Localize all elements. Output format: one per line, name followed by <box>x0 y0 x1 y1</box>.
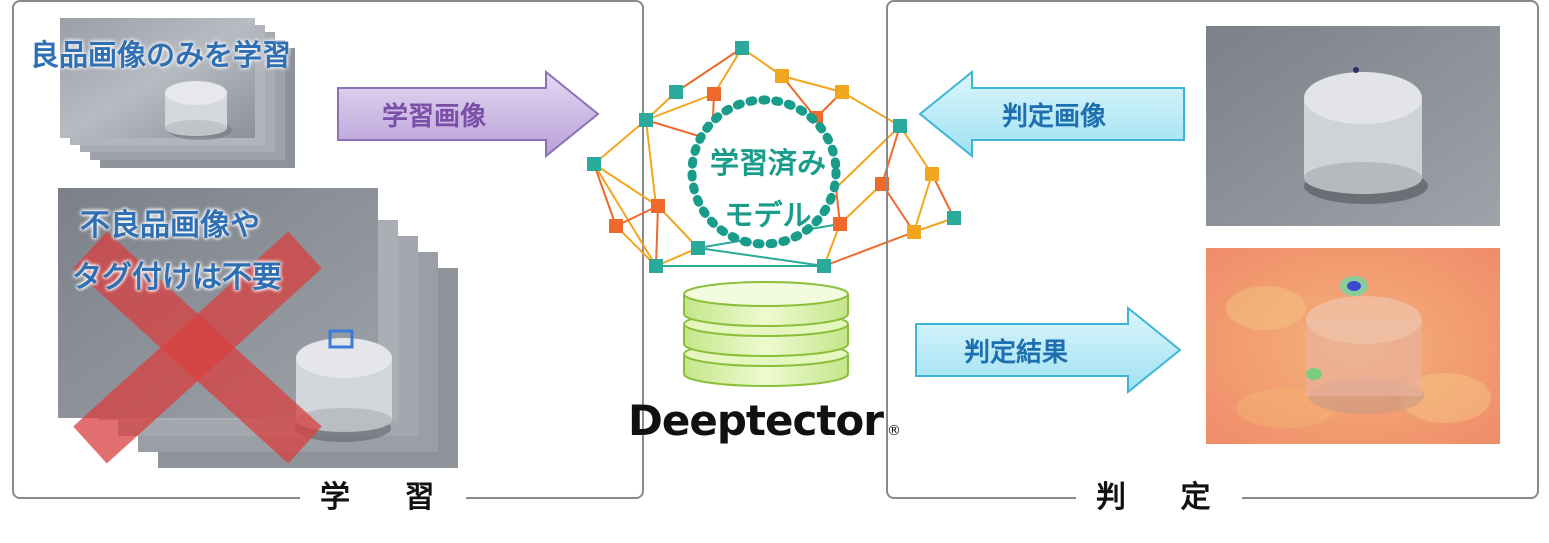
good-only-caption: 良品画像のみを学習 <box>30 38 292 72</box>
brand-logo: Deeptector® <box>628 396 901 456</box>
judgment-image-arrow <box>918 70 1185 158</box>
learning-image-arrow-label: 学習画像 <box>382 102 487 132</box>
learning-section-title: 学 習 <box>300 478 467 518</box>
neural-network-graphic <box>587 41 961 273</box>
good-image-stack <box>60 18 295 168</box>
not-needed-caption-line2: タグ付けは不要 <box>72 260 282 295</box>
brand-registered-mark: ® <box>887 423 902 439</box>
database-icon <box>683 281 849 387</box>
not-needed-caption-line1: 不良品画像や <box>80 208 260 243</box>
judgment-image-arrow-label: 判定画像 <box>1002 102 1107 132</box>
brand-name: Deeptector <box>628 396 884 445</box>
trained-model-label-line2: モデル <box>724 198 812 232</box>
judgment-result-arrow <box>915 306 1182 394</box>
trained-model-label-line1: 学習済み <box>709 146 826 180</box>
red-cross-icon <box>73 231 322 464</box>
judgment-result-arrow-label: 判定結果 <box>964 338 1069 368</box>
learning-image-arrow <box>337 70 600 158</box>
judgment-section-title: 判 定 <box>1076 478 1243 518</box>
heatmap-result-image <box>1206 248 1500 444</box>
inspection-image <box>1206 26 1500 226</box>
